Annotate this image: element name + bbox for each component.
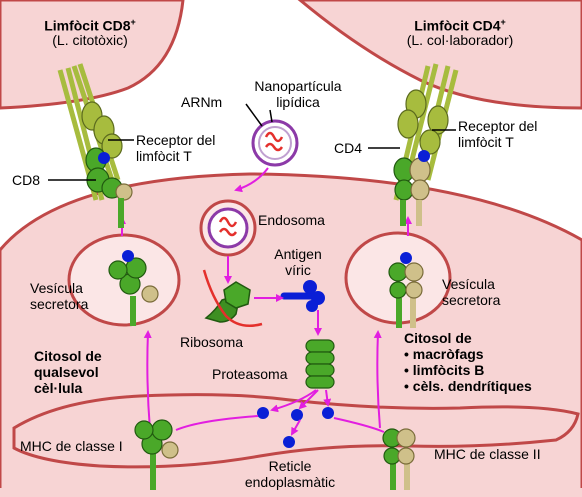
mhc-class-1-er <box>134 419 179 490</box>
mhc-class-2-vesicle <box>388 252 424 328</box>
proteasome <box>305 339 335 389</box>
endosome-label: Endosoma <box>258 212 325 228</box>
cd4-receptor-complex <box>393 63 459 226</box>
cd8-cell-subtitle: (L. citotòxic) <box>52 32 128 48</box>
arrow-peptides-mhc2 <box>333 417 385 433</box>
cd4-lymphocyte <box>297 0 582 110</box>
arrow-mhc2-vesicle <box>373 330 382 429</box>
cd8-cell-title: Limfòcit CD8+ <box>44 17 136 34</box>
arrow-proteasome-peptides <box>270 389 317 413</box>
cytosol-apc-label: Citosol de• macròfags• limfòcits B• cèls… <box>404 330 532 394</box>
peptide <box>257 407 269 419</box>
cd4-cell-title: Limfòcit CD4+ <box>414 17 506 34</box>
proteasome-label: Proteasoma <box>212 366 288 382</box>
viral-antigen <box>280 280 325 312</box>
mhc-class-2-er <box>382 428 416 490</box>
cd8-label: CD8 <box>12 172 41 188</box>
ribosome <box>202 269 263 327</box>
mhc-class-1-label: MHC de classe I <box>20 438 123 454</box>
cd8-lymphocyte <box>0 0 185 110</box>
mhc-class-2-label: MHC de classe II <box>434 446 541 462</box>
peptide <box>322 407 334 419</box>
cd4-label: CD4 <box>334 140 363 156</box>
peptide <box>291 409 303 421</box>
ribosome-label: Ribosoma <box>180 334 244 350</box>
cd4-cell-subtitle: (L. col·laborador) <box>406 32 514 48</box>
arrow-mhc1-vesicle <box>143 330 152 431</box>
peptide <box>283 436 295 448</box>
arrow-peptides-mhc1 <box>175 415 259 431</box>
mhc-class-1-vesicle <box>108 250 159 326</box>
mrna-label: ARNm <box>181 94 223 110</box>
arrow-nanoparticle-endosome <box>234 167 269 193</box>
cd8-receptor-complex <box>57 63 133 228</box>
